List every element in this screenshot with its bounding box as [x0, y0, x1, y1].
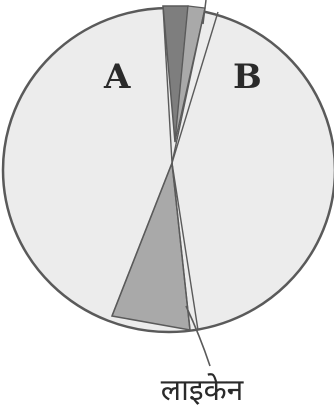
lichen-caption: लाइकेन — [161, 373, 245, 408]
region-label-a: A — [103, 57, 131, 97]
region-label-b: B — [233, 57, 262, 97]
